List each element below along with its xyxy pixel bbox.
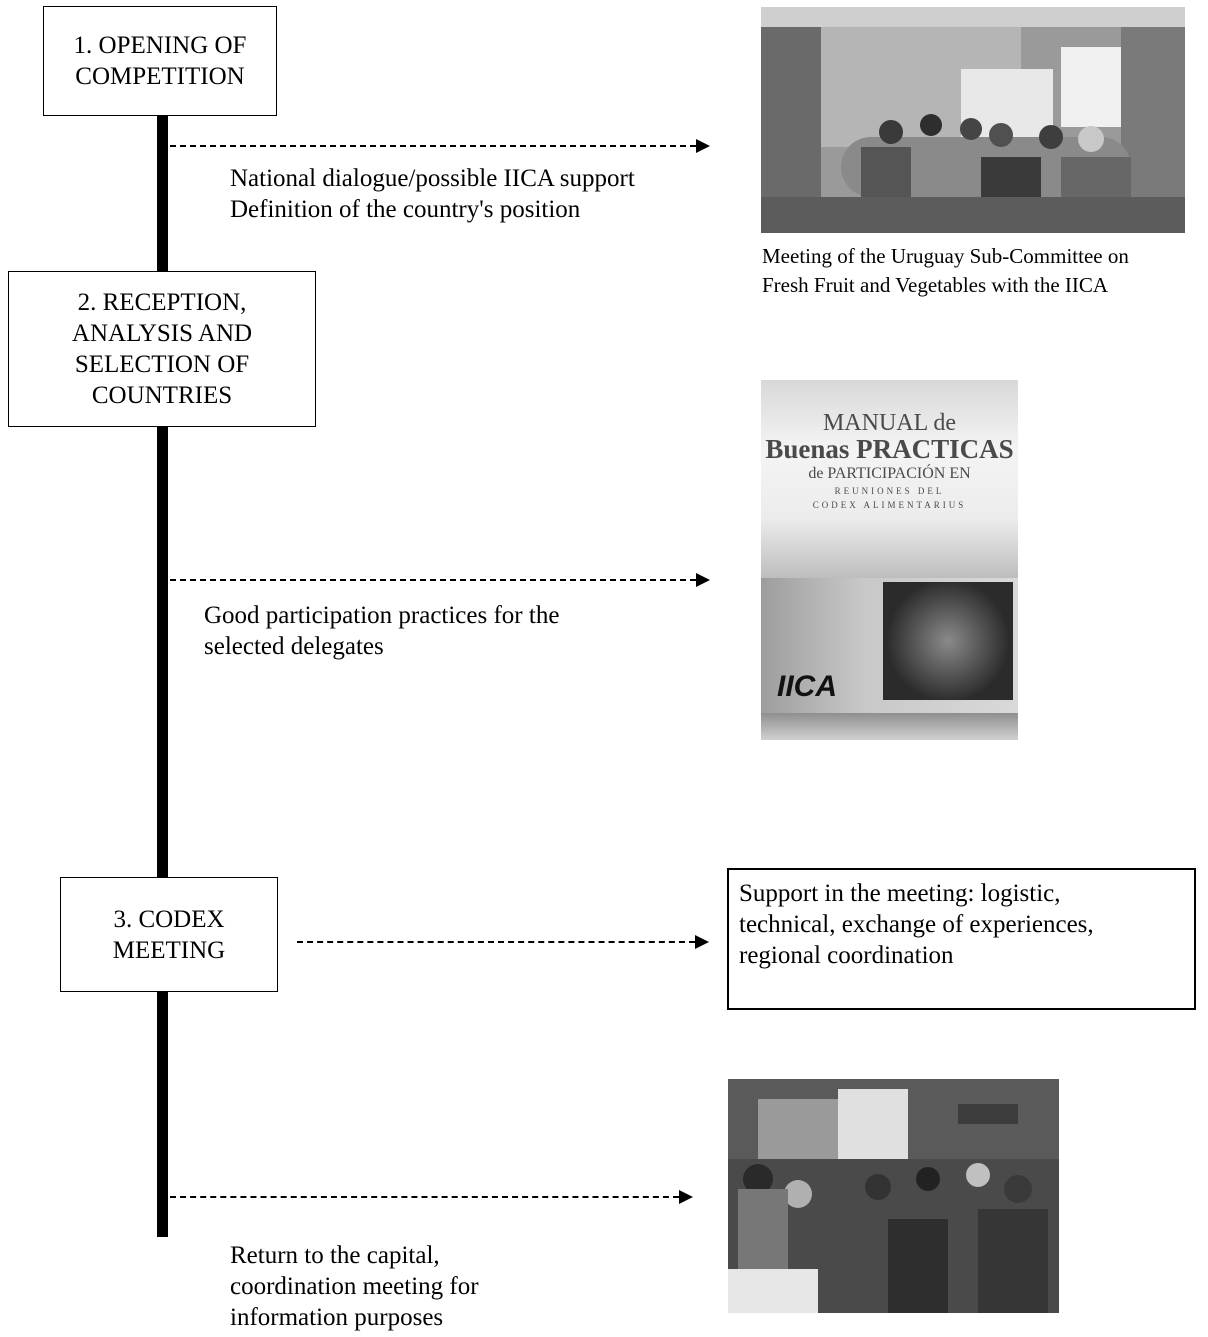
arrow-codex-support: [297, 935, 709, 949]
cover-bottom-panel: [761, 713, 1018, 740]
cover-top-panel: [761, 380, 1018, 578]
arrow-good-practices: [170, 573, 710, 587]
return-meeting-photo-image: [728, 1079, 1059, 1313]
globe-graphic: [883, 582, 1013, 700]
meeting-photo-image: [761, 7, 1185, 233]
cover-title-manual: MANUAL de: [822, 410, 957, 436]
cover-title-participacion: de PARTICIPACIÓN EN: [808, 465, 971, 482]
good-practices-text: Good participation practices for the sel…: [204, 602, 560, 660]
arrow-national-dialogue: [170, 139, 710, 153]
manual-cover-image: MANUAL de Buenas PRACTICAS de PARTICIPAC…: [761, 380, 1018, 740]
cover-title-codex: CODEX ALIMENTARIUS: [812, 500, 967, 510]
cover-title-buenas: Buenas PRACTICAS: [765, 434, 1014, 464]
timeline-bar-middle: [157, 427, 168, 877]
national-dialogue-text: National dialogue/possible IICA support …: [230, 165, 635, 223]
step-codex-meeting: 3. CODEX MEETING: [60, 877, 278, 992]
support-meeting-box: Support in the meeting: logistic, techni…: [727, 868, 1196, 1010]
iica-logo: IICA: [777, 670, 837, 703]
arrow-return-capital: [170, 1190, 693, 1204]
timeline-bar-top: [157, 116, 168, 271]
step-opening-of-competition: 1. OPENING OF COMPETITION: [43, 6, 277, 116]
cover-title-reuniones: REUNIONES DEL: [834, 486, 945, 496]
step-reception-analysis-selection: 2. RECEPTION, ANALYSIS AND SELECTION OF …: [8, 271, 316, 427]
timeline-bar-bottom: [157, 992, 168, 1237]
return-capital-text: Return to the capital, coordination meet…: [230, 1242, 479, 1331]
meeting-photo-caption: Meeting of the Uruguay Sub-Committee on …: [762, 244, 1129, 297]
